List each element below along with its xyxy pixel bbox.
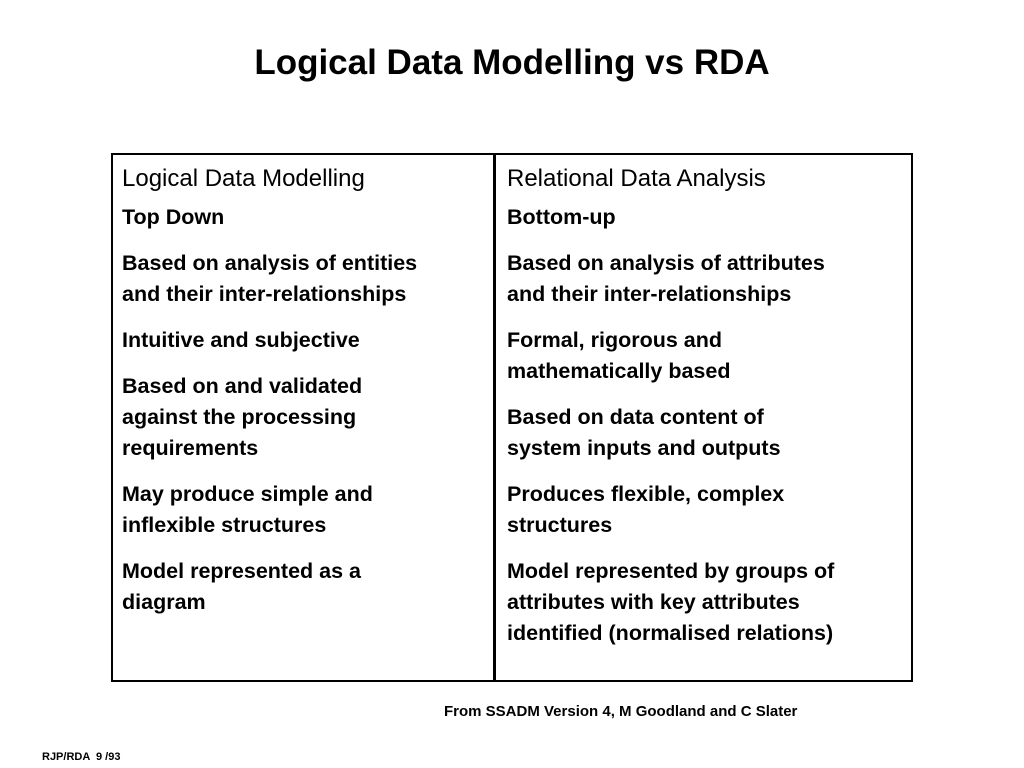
list-item: Model represented by groups of attribute… [507, 559, 835, 645]
list-item: May produce simple and inflexible struct… [122, 482, 373, 537]
list-item: Based on and validated against the proce… [122, 374, 363, 460]
footer-reference: RJP/RDA 9 /93 [42, 751, 121, 763]
list-item: Intuitive and subjective [122, 328, 360, 352]
column-header-left: Logical Data Modelling [122, 165, 365, 192]
column-relational-data-analysis: Relational Data Analysis Bottom-up Based… [496, 155, 911, 680]
list-item: Bottom-up [507, 205, 616, 229]
list-item: Based on data content of system inputs a… [507, 405, 781, 460]
list-item: Based on analysis of entities and their … [122, 251, 418, 306]
list-item: Based on analysis of attributes and thei… [507, 251, 825, 306]
comparison-table: Logical Data Modelling Top Down Based on… [111, 153, 913, 682]
column-items-left: Top Down Based on analysis of entities a… [122, 202, 489, 618]
slide-title: Logical Data Modelling vs RDA [254, 43, 770, 82]
source-citation: From SSADM Version 4, M Goodland and C S… [444, 703, 798, 720]
column-logical-data-modelling: Logical Data Modelling Top Down Based on… [113, 155, 496, 680]
list-item: Formal, rigorous and mathematically base… [507, 328, 731, 383]
column-items-right: Bottom-up Based on analysis of attribute… [507, 202, 907, 649]
column-header-right: Relational Data Analysis [507, 165, 766, 192]
list-item: Model represented as a diagram [122, 559, 361, 614]
list-item: Top Down [122, 205, 225, 229]
list-item: Produces flexible, complex structures [507, 482, 785, 537]
